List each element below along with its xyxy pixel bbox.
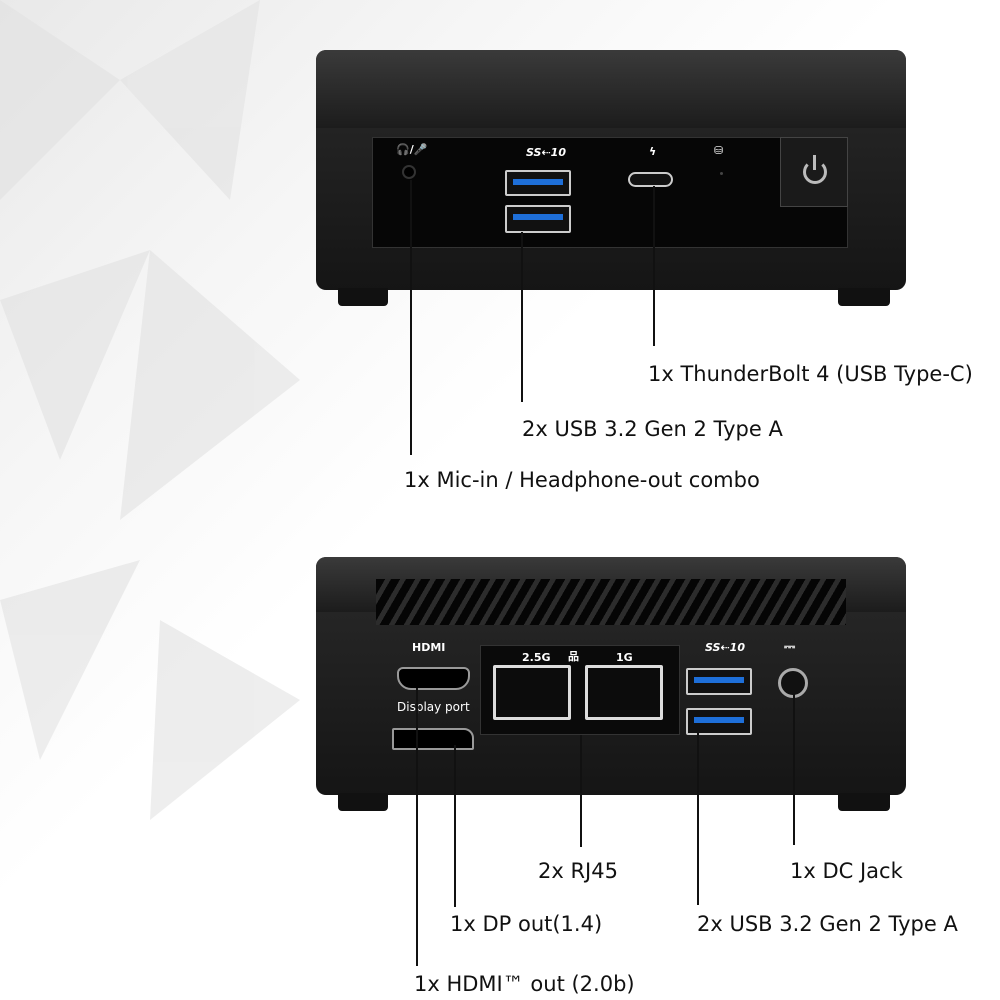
lan-1g-mark: 1G <box>616 651 633 664</box>
front-panel <box>372 137 848 248</box>
usb-ss10-icon: SS⇠10 <box>526 146 566 159</box>
label-thunderbolt: 1x ThunderBolt 4 (USB Type-C) <box>648 362 973 386</box>
dp-mark: Display port <box>397 700 470 714</box>
rj45-port-1g[interactable] <box>585 665 663 720</box>
hdmi-mark: HDMI <box>412 641 446 654</box>
label-front-usb: 2x USB 3.2 Gen 2 Type A <box>522 417 783 441</box>
lan-2.5g-mark: 2.5G <box>522 651 551 664</box>
front-unit: 🎧/🎤 SS⇠10 ϟ ⛁ <box>316 50 906 306</box>
rj45-port-2.5g[interactable] <box>493 665 571 720</box>
audio-jack[interactable] <box>402 165 416 179</box>
usb-ss10-icon: SS⇠10 <box>705 641 745 654</box>
network-icon: 品 <box>568 650 579 663</box>
audio-icon: 🎧/🎤 <box>396 143 428 156</box>
thunderbolt-port[interactable] <box>628 172 673 187</box>
label-rear-usb: 2x USB 3.2 Gen 2 Type A <box>697 912 958 936</box>
label-dp: 1x DP out(1.4) <box>450 912 603 936</box>
power-button[interactable] <box>780 137 848 207</box>
vent-grille <box>376 579 846 625</box>
storage-led <box>720 172 723 175</box>
front-usb-port-2[interactable] <box>505 205 571 233</box>
rear-usb-port-1[interactable] <box>686 668 752 695</box>
rear-usb-port-2[interactable] <box>686 708 752 735</box>
thunderbolt-icon: ϟ <box>649 145 657 158</box>
storage-led-icon: ⛁ <box>714 144 724 157</box>
label-audio: 1x Mic-in / Headphone-out combo <box>404 468 760 492</box>
hdmi-port[interactable] <box>397 667 470 690</box>
rear-unit: HDMI Display port 2.5G 品 1G SS⇠10 ⎓ <box>316 557 906 811</box>
label-hdmi: 1x HDMI™ out (2.0b) <box>414 972 635 996</box>
label-dc-jack: 1x DC Jack <box>790 859 903 883</box>
dc-mark: ⎓ <box>784 639 796 655</box>
label-rj45: 2x RJ45 <box>538 859 618 883</box>
front-usb-port-1[interactable] <box>505 170 571 196</box>
displayport-port[interactable] <box>392 728 474 750</box>
